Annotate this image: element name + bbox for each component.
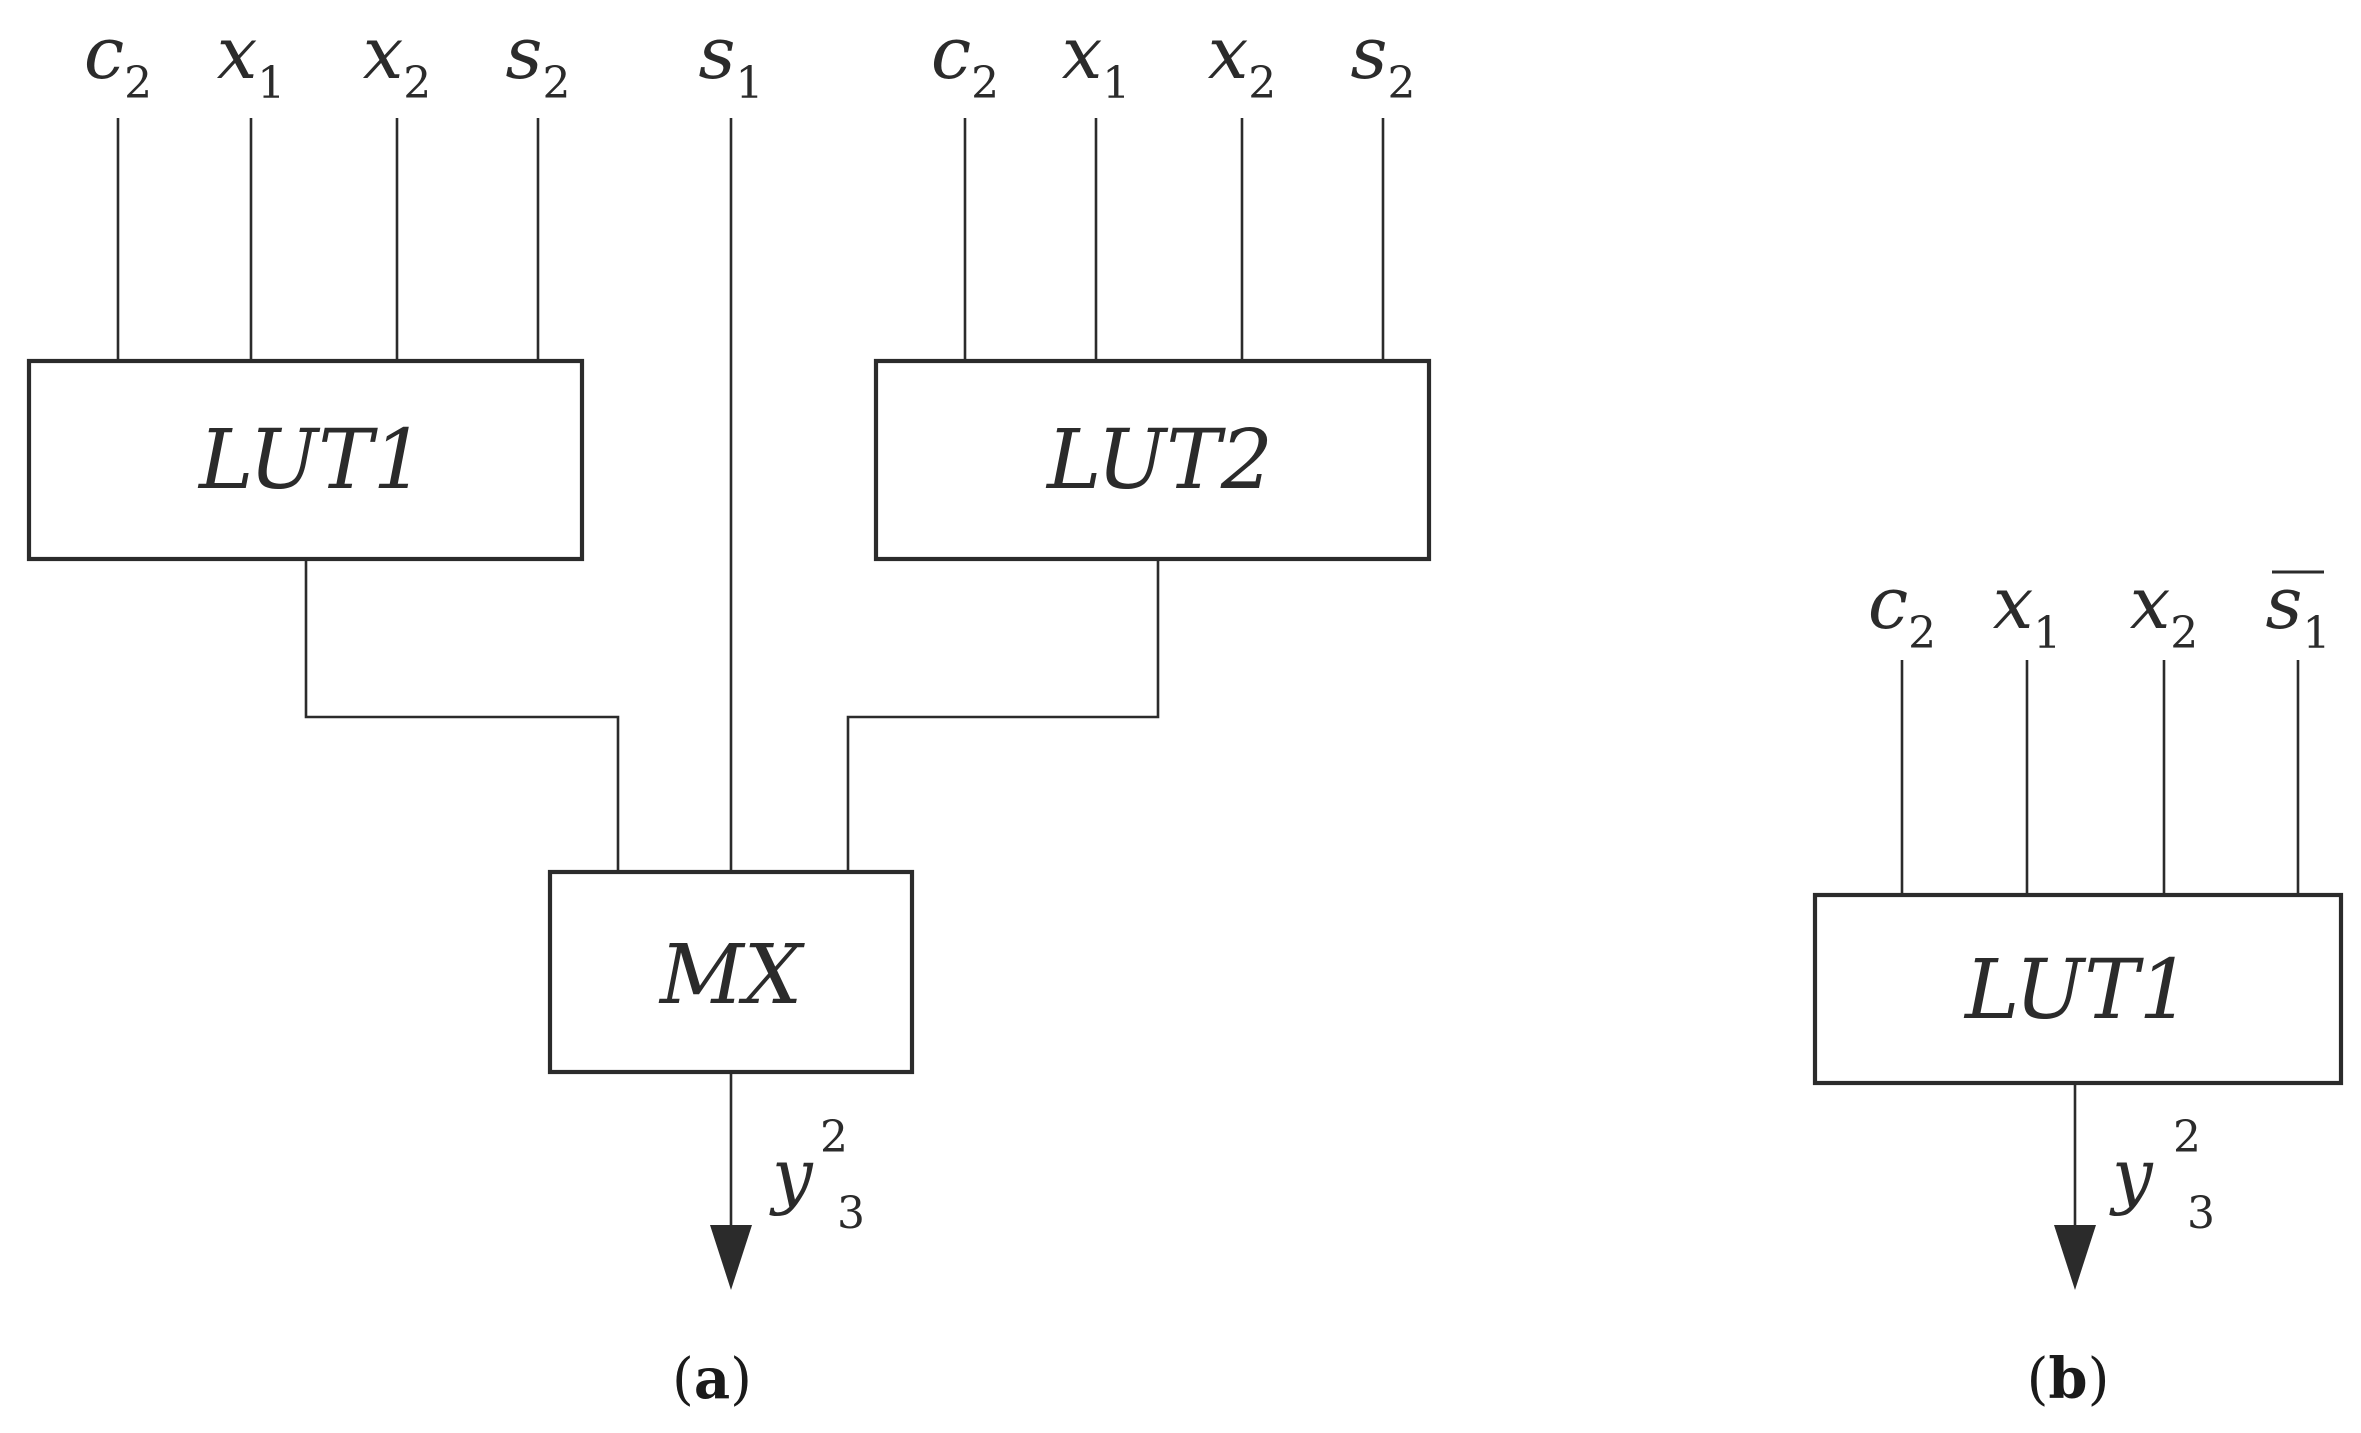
svg-text:3: 3 bbox=[2187, 1188, 2215, 1239]
panel-a-caption: (a) bbox=[672, 1346, 752, 1412]
panel-b-caption: (b) bbox=[2027, 1346, 2110, 1412]
lut1-to-mux-wire bbox=[304, 559, 620, 872]
lut1-input-label-4: s2 bbox=[506, 11, 571, 109]
svg-text:2: 2 bbox=[820, 1112, 848, 1163]
lut1-block-label: LUT1 bbox=[197, 413, 425, 508]
lutb-block bbox=[1812, 892, 2344, 1086]
lutb-output-label: y 2 3 bbox=[2109, 1112, 2215, 1239]
select-s1-label: s1 bbox=[699, 11, 764, 109]
svg-text:2: 2 bbox=[2173, 1112, 2201, 1163]
lutb-input-label-3: x2 bbox=[2130, 561, 2199, 659]
lut2-input-label-2: x1 bbox=[1062, 11, 1131, 109]
panel-a: c2 x1 x2 s2 LUT1 c2 x1 x2 s2 bbox=[26, 11, 1432, 1412]
lut2-input-label-1: c2 bbox=[931, 11, 999, 109]
lut1-input-label-2: x1 bbox=[217, 11, 286, 109]
lut2-input-label-4: s2 bbox=[1351, 11, 1416, 109]
svg-text:3: 3 bbox=[837, 1188, 865, 1239]
mux-output-arrowhead bbox=[710, 1225, 752, 1290]
multiplexer-block-label: MX bbox=[658, 928, 806, 1023]
lut1-input-label-1: c2 bbox=[84, 11, 152, 109]
lut1-input-label-3: x2 bbox=[363, 11, 432, 109]
svg-text:y: y bbox=[2109, 1133, 2154, 1217]
svg-text:s1: s1 bbox=[2266, 561, 2331, 659]
svg-text:y: y bbox=[769, 1133, 814, 1217]
lutb-block-label: LUT1 bbox=[1963, 943, 2191, 1038]
mux-output-label: y 2 3 bbox=[769, 1112, 865, 1239]
lutb-input-label-4: s1 bbox=[2266, 561, 2331, 659]
lutb-output-arrowhead bbox=[2054, 1225, 2096, 1290]
lut2-to-mux-wire bbox=[846, 559, 1160, 872]
panel-b: c2 x1 x2 s1 LUT1 y 2 3 (b) bbox=[1812, 561, 2344, 1412]
lut2-block bbox=[873, 358, 1432, 562]
lutb-input-label-2: x1 bbox=[1993, 561, 2062, 659]
lut2-input-label-3: x2 bbox=[1208, 11, 1277, 109]
lutb-input-label-1: c2 bbox=[1868, 561, 1936, 659]
lut2-block-label: LUT2 bbox=[1045, 413, 1273, 508]
lut1-block bbox=[26, 358, 585, 562]
